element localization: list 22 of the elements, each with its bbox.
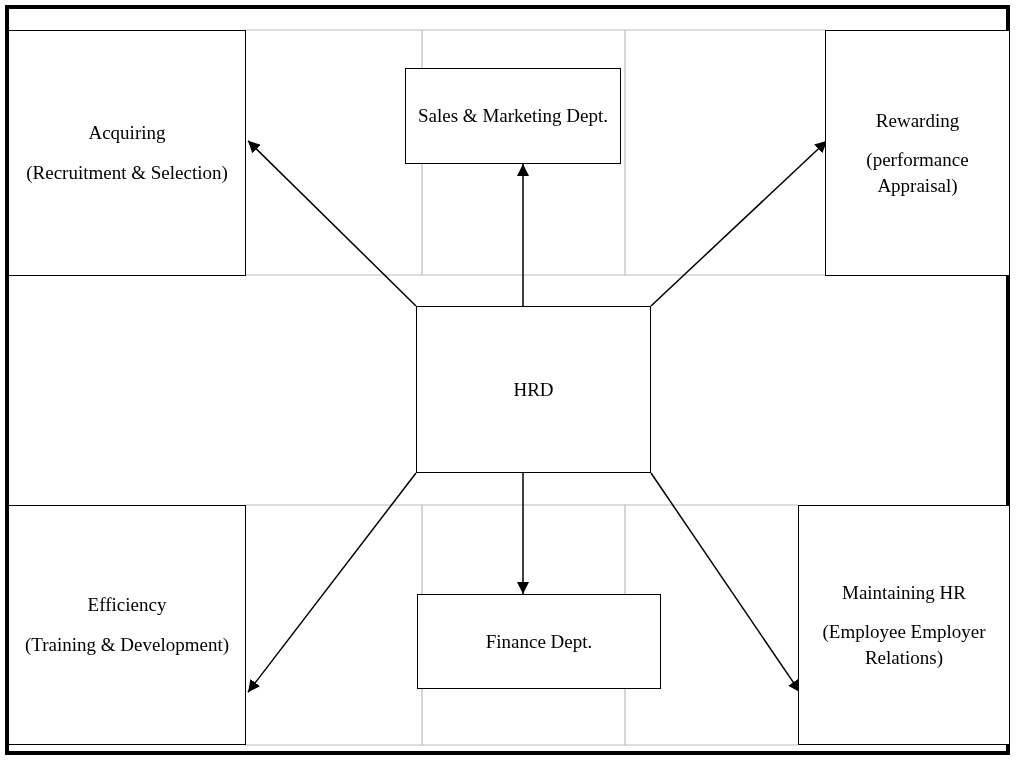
box-title: Finance Dept. <box>485 629 593 654</box>
box-subtitle: (Employee Employer Relations) <box>821 620 987 670</box>
box-subtitle: (performance Appraisal) <box>865 148 970 198</box>
process-box <box>8 30 246 276</box>
box-subtitle: (Recruitment & Selection) <box>26 161 228 185</box>
box-subtitle: (Training & Development) <box>24 633 229 657</box>
process-box <box>417 594 661 689</box>
box-title: HRD <box>513 377 554 402</box>
arrow <box>517 163 529 307</box>
arrow <box>247 139 417 307</box>
box-title: Efficiency <box>87 593 167 618</box>
process-box <box>405 68 621 164</box>
process-box <box>798 505 1010 745</box>
box-title: Maintaining HR <box>842 580 966 605</box>
box-title: Sales & Marketing Dept. <box>418 104 608 129</box>
box-title: Rewarding <box>875 108 960 133</box>
process-box <box>8 505 246 745</box>
box-title: Acquiring <box>88 121 166 146</box>
arrow <box>517 472 529 595</box>
arrow <box>247 472 417 693</box>
process-box <box>416 306 651 473</box>
process-box <box>825 30 1010 276</box>
